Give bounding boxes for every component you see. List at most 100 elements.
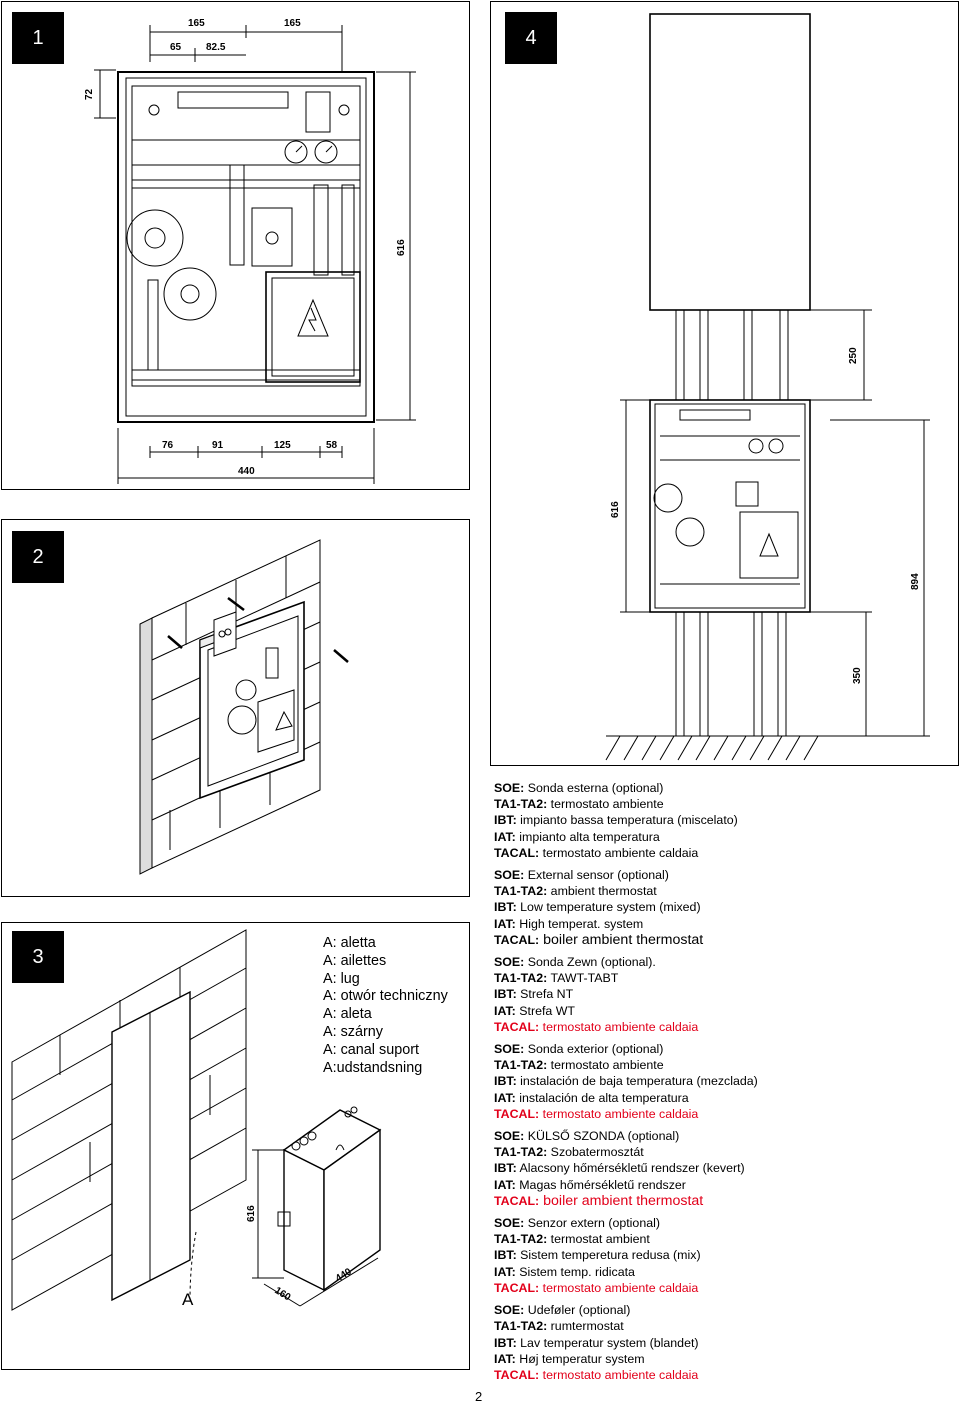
legend-key: IBT: xyxy=(494,1248,517,1263)
legend-key: SOE: xyxy=(494,1129,525,1144)
legend-key: IBT: xyxy=(494,1074,517,1089)
legend-group: SOE: Udeføler (optional)TA1-TA2: rumterm… xyxy=(494,1302,824,1383)
dim-616: 616 xyxy=(396,239,407,256)
dim-894: 894 xyxy=(910,573,921,590)
legend-line: SOE: Udeføler (optional) xyxy=(494,1302,824,1318)
legend-line: SOE: Senzor extern (optional) xyxy=(494,1215,824,1231)
legend-line: IAT: Sistem temp. ridicata xyxy=(494,1264,824,1280)
legend-key: TA1-TA2: xyxy=(494,797,548,812)
legend-key: IAT: xyxy=(494,1003,516,1018)
legend-value: impianto alta temperatura xyxy=(515,829,660,844)
legend-group: SOE: External sensor (optional)TA1-TA2: … xyxy=(494,867,824,948)
legend-key: IAT: xyxy=(494,829,516,844)
dim-165-left: 165 xyxy=(188,18,205,29)
legend-value: Strefa NT xyxy=(516,987,574,1002)
figure-4-panel xyxy=(490,1,959,766)
callout-a-label: A xyxy=(182,1290,194,1309)
legend-value: Low temperature system (mixed) xyxy=(516,900,701,915)
legend-line: IAT: Strefa WT xyxy=(494,1003,824,1019)
dim-58: 58 xyxy=(326,440,338,451)
legend-line: IBT: instalación de baja temperatura (me… xyxy=(494,1073,824,1089)
legend-line: TACAL: boiler ambient thermostat xyxy=(494,1193,824,1209)
figure-3-badge: 3 xyxy=(12,931,64,983)
legend-multilingual: SOE: Sonda esterna (optional)TA1-TA2: te… xyxy=(494,780,824,1389)
legend-line: SOE: Sonda Zewn (optional). xyxy=(494,954,824,970)
figure-1-drawing: 165 165 65 82.5 72 616 76 91 125 58 440 xyxy=(84,18,416,484)
legend-key: IAT: xyxy=(494,1090,516,1105)
legend-key: IBT: xyxy=(494,987,517,1002)
dim-91: 91 xyxy=(212,440,224,451)
legend-value: Sistem temperetura redusa (mix) xyxy=(516,1248,701,1263)
legend-key: TA1-TA2: xyxy=(494,1058,548,1073)
legend-line: TACAL: termostato ambiente caldaia xyxy=(494,1019,824,1035)
aletta-item: A: szárny xyxy=(323,1023,383,1040)
legend-value: Udeføler (optional) xyxy=(524,1303,631,1318)
dim-350: 350 xyxy=(852,667,863,684)
legend-key: IAT: xyxy=(494,1264,516,1279)
page-number: 2 xyxy=(475,1389,483,1404)
legend-value: impianto bassa temperatura (miscelato) xyxy=(516,813,738,828)
aletta-item: A: canal suport xyxy=(323,1041,419,1058)
legend-value: Sistem temp. ridicata xyxy=(515,1264,635,1279)
legend-line: TA1-TA2: termostat ambient xyxy=(494,1231,824,1247)
figure-4-badge: 4 xyxy=(505,12,557,64)
legend-line: TACAL: termostato ambiente caldaia xyxy=(494,1367,824,1383)
figure-2-drawing xyxy=(139,539,349,875)
legend-value: External sensor (optional) xyxy=(524,868,669,883)
legend-key: TACAL: xyxy=(494,845,540,860)
legend-value: boiler ambient thermostat xyxy=(539,1192,704,1209)
aletta-item: A: ailettes xyxy=(323,952,387,969)
legend-group: SOE: Sonda exterior (optional)TA1-TA2: t… xyxy=(494,1041,824,1122)
legend-line: SOE: Sonda exterior (optional) xyxy=(494,1041,824,1057)
legend-value: Magas hőmérsékletű rendszer xyxy=(515,1177,686,1192)
legend-key: TA1-TA2: xyxy=(494,971,548,986)
legend-key: TACAL: xyxy=(494,1367,540,1382)
dim-82-5: 82.5 xyxy=(206,42,226,53)
legend-key: SOE: xyxy=(494,868,525,883)
legend-line: IBT: Low temperature system (mixed) xyxy=(494,899,824,915)
legend-line: TACAL: boiler ambient thermostat xyxy=(494,932,824,948)
legend-value: boiler ambient thermostat xyxy=(539,931,704,948)
legend-line: TA1-TA2: termostato ambiente xyxy=(494,796,824,812)
figure-3-drawing: 616 160 440 xyxy=(11,929,382,1311)
legend-value: Sonda exterior (optional) xyxy=(524,1042,664,1057)
legend-value: termostato ambiente caldaia xyxy=(539,1367,699,1382)
legend-line: SOE: Sonda esterna (optional) xyxy=(494,780,824,796)
legend-key: SOE: xyxy=(494,1216,525,1231)
legend-line: IBT: impianto bassa temperatura (miscela… xyxy=(494,812,824,828)
legend-value: ambient thermostat xyxy=(547,884,657,899)
legend-key: TA1-TA2: xyxy=(494,1232,548,1247)
legend-key: IBT: xyxy=(494,1161,517,1176)
legend-line: TA1-TA2: Szobatermosztát xyxy=(494,1144,824,1160)
legend-key: TA1-TA2: xyxy=(494,884,548,899)
legend-value: Strefa WT xyxy=(515,1003,576,1018)
legend-value: termostato ambiente xyxy=(547,797,664,812)
legend-line: TACAL: termostato ambiente caldaia xyxy=(494,845,824,861)
legend-key: TACAL: xyxy=(494,932,540,947)
dim-165-right: 165 xyxy=(284,18,301,29)
legend-line: TACAL: termostato ambiente caldaia xyxy=(494,1106,824,1122)
legend-key: SOE: xyxy=(494,1303,525,1318)
legend-value: Høj temperatur system xyxy=(515,1351,645,1366)
legend-key: TA1-TA2: xyxy=(494,1145,548,1160)
legend-line: IBT: Lav temperatur system (blandet) xyxy=(494,1335,824,1351)
legend-line: TA1-TA2: TAWT-TABT xyxy=(494,970,824,986)
dim-440: 440 xyxy=(238,466,255,477)
legend-value: Senzor extern (optional) xyxy=(524,1216,660,1231)
legend-group: SOE: Sonda Zewn (optional).TA1-TA2: TAWT… xyxy=(494,954,824,1035)
legend-value: Sonda Zewn (optional). xyxy=(524,955,656,970)
dim-72: 72 xyxy=(84,88,95,100)
aletta-item: A:udstandsning xyxy=(323,1059,423,1076)
dim-125: 125 xyxy=(274,440,291,451)
dim-616-fig4: 616 xyxy=(610,501,621,518)
legend-group: SOE: Senzor extern (optional)TA1-TA2: te… xyxy=(494,1215,824,1296)
aletta-item: A: aleta xyxy=(323,1006,372,1023)
legend-line: TA1-TA2: termostato ambiente xyxy=(494,1057,824,1073)
legend-line: IAT: Høj temperatur system xyxy=(494,1351,824,1367)
legend-key: TACAL: xyxy=(494,1193,540,1208)
legend-key: TACAL: xyxy=(494,1280,540,1295)
legend-line: IAT: instalación de alta temperatura xyxy=(494,1090,824,1106)
legend-value: instalación de alta temperatura xyxy=(515,1090,689,1105)
aletta-item: A: otwór techniczny xyxy=(323,988,448,1005)
dim-65: 65 xyxy=(170,42,182,53)
